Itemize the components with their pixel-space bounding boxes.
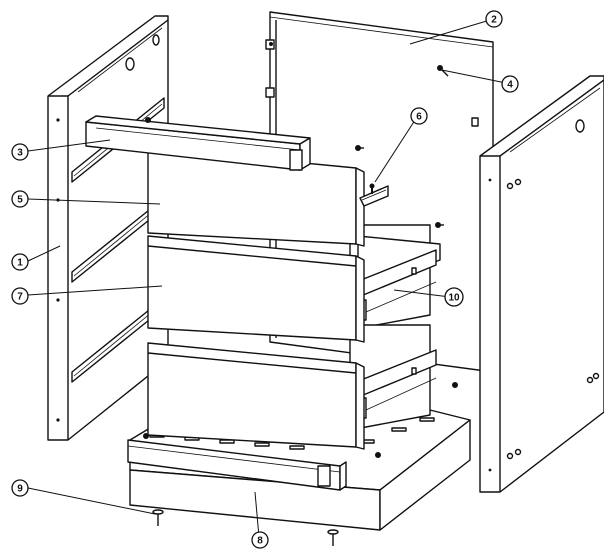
corner-bracket — [359, 183, 389, 207]
callout-label: 8 — [257, 536, 263, 547]
drawer-box-upper — [349, 224, 441, 331]
callout-label: 2 — [491, 15, 497, 26]
callout-label: 3 — [17, 148, 23, 159]
callout-8: 8 — [251, 531, 269, 549]
callout-5: 5 — [11, 190, 29, 208]
callout-label: 7 — [17, 292, 23, 303]
leader-lines — [27, 19, 507, 538]
callout-label: 5 — [17, 195, 23, 206]
callout-3: 3 — [11, 143, 29, 161]
callout-label: 6 — [416, 112, 422, 123]
callout-label: 10 — [448, 293, 460, 304]
screw-icon — [327, 529, 339, 546]
callout-2: 2 — [485, 10, 503, 28]
callout-10: 10 — [444, 287, 464, 307]
bottom-drawer-front — [147, 342, 365, 450]
middle-drawer-front — [147, 235, 365, 343]
screw-icon — [145, 117, 151, 123]
callout-label: 9 — [17, 484, 23, 495]
right-side-panel — [479, 75, 604, 493]
screw-icon — [152, 509, 164, 526]
callout-label: 4 — [507, 80, 513, 91]
callout-label: 1 — [17, 258, 23, 269]
base-front-rail — [127, 439, 347, 491]
callout-4: 4 — [501, 75, 519, 93]
callout-9: 9 — [11, 479, 29, 497]
top-rail — [85, 115, 311, 171]
screw-icon — [435, 222, 444, 228]
screw-icon — [437, 65, 449, 77]
top-drawer-front — [147, 147, 365, 247]
callout-7: 7 — [11, 287, 29, 305]
screw-icon — [355, 145, 364, 151]
callout-1: 1 — [11, 253, 29, 271]
callout-6: 6 — [410, 107, 428, 125]
